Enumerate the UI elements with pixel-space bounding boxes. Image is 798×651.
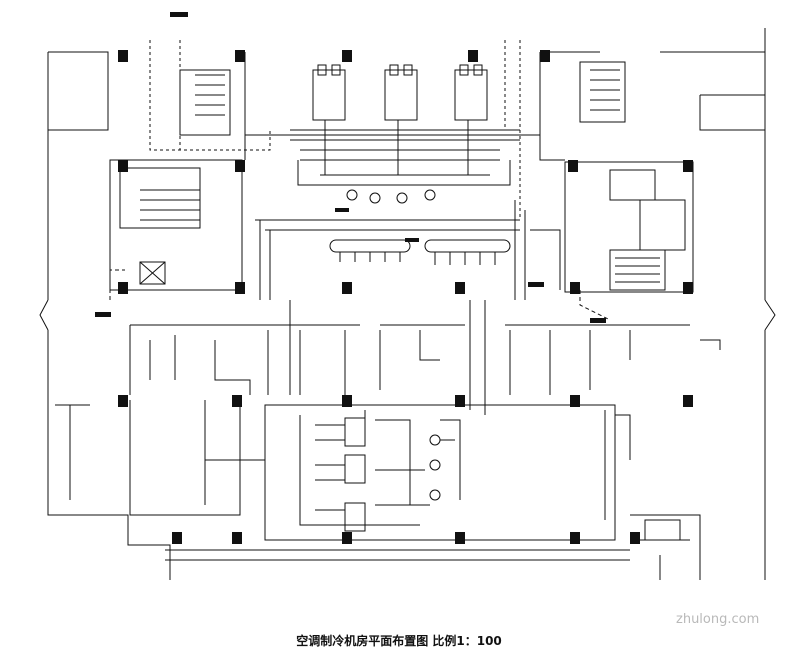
- watermark: zhulong.com: [676, 612, 760, 627]
- heat-exchanger-room: [264, 404, 616, 541]
- columns: [118, 50, 693, 544]
- chiller-room-wall: [244, 52, 541, 136]
- outer-wall: [47, 52, 171, 580]
- stair-core-right: [564, 161, 694, 293]
- return-manifold: [424, 239, 511, 253]
- supply-manifold: [329, 239, 411, 253]
- chiller-units: [312, 64, 488, 121]
- drawing-title: 空调制冷机房平面布置图 比例1：100: [296, 634, 502, 648]
- pumps: [346, 189, 436, 204]
- stair-core-left: [109, 159, 243, 291]
- secondary-pumps: [429, 434, 441, 501]
- heat-exchangers: [344, 417, 366, 532]
- chilled-water-pipes: [290, 129, 520, 161]
